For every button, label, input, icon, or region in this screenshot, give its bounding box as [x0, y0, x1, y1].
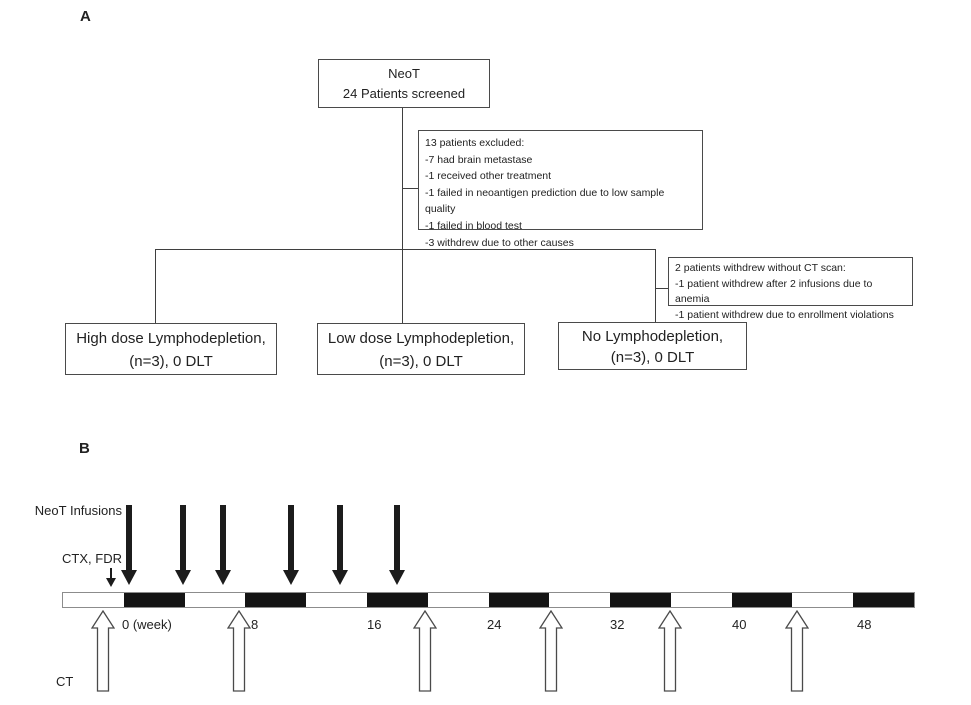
withdrew-box-line: 2 patients withdrew without CT scan: [675, 262, 846, 274]
ctx-arrow-icon [106, 568, 116, 587]
infusion-arrow-icon [283, 505, 299, 585]
infusion-arrow-icon [332, 505, 348, 585]
ctx-fdr-label: CTX, FDR [62, 551, 122, 566]
infusion-arrow-head [283, 570, 299, 585]
arm-box-line2: (n=3), 0 DLT [379, 353, 463, 370]
week-axis: 0 (week) 8 16 24 32 40 48 [0, 617, 971, 633]
panel-b-label: B [79, 440, 90, 457]
infusion-arrow-head [175, 570, 191, 585]
infusion-arrow-shaft [220, 505, 226, 570]
arm-box-line2: (n=3), 0 DLT [129, 353, 213, 370]
timeline-segment-off-treatment [427, 593, 489, 607]
arm-box-low-dose: Low dose Lymphodepletion, (n=3), 0 DLT [317, 323, 525, 375]
arm-box-line1: High dose Lymphodepletion, [76, 330, 266, 347]
ct-arrow-icon [412, 609, 438, 692]
arm-box-line2: (n=3), 0 DLT [610, 349, 695, 366]
arm-box-high-dose: High dose Lymphodepletion, (n=3), 0 DLT [65, 323, 277, 375]
panel-a-label: A [80, 8, 91, 25]
timeline-bar [62, 592, 915, 608]
excluded-box-line: 13 patients excluded: [425, 137, 525, 149]
week-label: 16 [367, 617, 382, 632]
excluded-box-line: -7 had brain metastase [425, 153, 533, 166]
excluded-box: 13 patients excluded: -7 had brain metas… [418, 130, 703, 249]
timeline-segment-off-treatment [670, 593, 732, 607]
screened-box-line1: NeoT [388, 66, 420, 81]
timeline-segment-on-treatment [731, 593, 793, 607]
timeline-segment-off-treatment [792, 593, 854, 607]
excluded-box-line: -1 failed in blood test [425, 219, 522, 232]
ct-label: CT [56, 674, 74, 689]
timeline-segment-on-treatment [488, 593, 550, 607]
infusion-arrow-shaft [180, 505, 186, 570]
arm-box-line1: No Lymphodepletion, [581, 328, 724, 345]
connector-left-branch-line [155, 249, 156, 323]
ct-arrow-icon [657, 609, 683, 692]
arm-box-no-lymphodepletion: No Lymphodepletion, (n=3), 0 DLT [558, 322, 747, 370]
connector-trunk-line [402, 108, 403, 323]
ct-arrow-icon [226, 609, 252, 692]
timeline-segment-on-treatment [853, 593, 914, 607]
ct-arrow-icon [90, 609, 116, 692]
week-label: 48 [857, 617, 872, 632]
screened-box-line2: 24 Patients screened [342, 86, 466, 101]
withdrew-box-line: -1 patient withdrew after 2 infusions du… [675, 277, 873, 306]
timeline-segment-on-treatment [366, 593, 428, 607]
timeline-segment-on-treatment [245, 593, 307, 607]
timeline-segment-off-treatment [306, 593, 367, 607]
excluded-box-line: -1 failed in neoantigen prediction due t… [425, 186, 665, 216]
infusion-arrow-head [121, 570, 137, 585]
week-label: 32 [610, 617, 625, 632]
withdrew-box: 2 patients withdrew without CT scan: -1 … [668, 257, 913, 321]
week-label: 8 [251, 617, 259, 632]
infusion-arrow-head [332, 570, 348, 585]
connector-excluded-stub-line [402, 188, 418, 189]
infusion-arrow-icon [175, 505, 191, 585]
infusion-arrow-icon [215, 505, 231, 585]
screened-box: NeoT 24 Patients screened [318, 59, 490, 108]
arm-box-line1: Low dose Lymphodepletion, [327, 330, 515, 347]
infusion-arrow-icon [389, 505, 405, 585]
connector-right-branch-line [655, 249, 656, 322]
ct-arrow-icon [784, 609, 810, 692]
infusion-arrow-shaft [288, 505, 294, 570]
timeline-segment-off-treatment [549, 593, 611, 607]
excluded-box-line: -3 withdrew due to other causes [425, 236, 574, 249]
infusion-arrow-icon [121, 505, 137, 585]
infusion-arrow-head [215, 570, 231, 585]
timeline-segment-off-treatment [63, 593, 124, 607]
ct-arrow-icon [538, 609, 564, 692]
excluded-box-line: -1 received other treatment [425, 170, 552, 183]
timeline-segment-on-treatment [123, 593, 185, 607]
timeline-segment-off-treatment [184, 593, 246, 607]
infusion-arrow-head [389, 570, 405, 585]
infusion-arrow-shaft [394, 505, 400, 570]
ctx-arrow-shaft [110, 568, 112, 578]
withdrew-box-line: -1 patient withdrew due to enrollment vi… [675, 308, 894, 321]
ctx-arrow-head [106, 578, 116, 587]
neot-infusions-label: NeoT Infusions [34, 503, 122, 518]
infusion-arrow-shaft [337, 505, 343, 570]
infusion-arrow-shaft [126, 505, 132, 570]
connector-horizontal-line [155, 249, 656, 250]
timeline-segment-on-treatment [610, 593, 671, 607]
week-label: 40 [732, 617, 747, 632]
week-label: 24 [487, 617, 502, 632]
week-label: 0 (week) [122, 617, 172, 632]
connector-withdrew-stub-line [655, 288, 668, 289]
